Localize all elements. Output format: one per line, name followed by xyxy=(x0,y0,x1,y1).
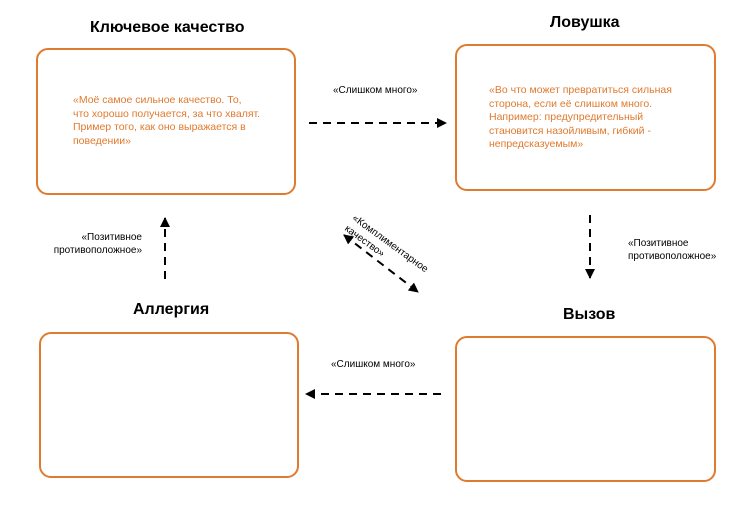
edge-label-top-too-much: «Слишком много» xyxy=(333,85,418,96)
core-quality-description: «Моё самое сильное качество. То, что хор… xyxy=(73,94,260,148)
arrow-diagonal-complementary xyxy=(343,234,419,293)
edge-label-right-positive-opposite: «Позитивное противоположное» xyxy=(628,237,716,263)
core-quality-box xyxy=(36,48,296,195)
core-quality-title: Ключевое качество xyxy=(90,19,245,36)
trap-box xyxy=(455,44,716,191)
allergy-box xyxy=(39,332,299,478)
allergy-title: Аллергия xyxy=(133,301,210,318)
trap-title: Ловушка xyxy=(550,14,620,31)
text-line: непредсказуемым» xyxy=(489,138,584,150)
text-line: что хорошо получается, за что хвалят. xyxy=(73,107,261,120)
challenge-box xyxy=(455,336,716,482)
label-line: «Позитивное xyxy=(81,232,143,243)
trap-description: «Во что может превратиться сильная сторо… xyxy=(489,84,672,152)
text-line: поведении» xyxy=(73,134,131,147)
label-line: противоположное» xyxy=(628,251,717,262)
text-line: Например: предупредительный xyxy=(489,111,644,123)
edge-label-left-positive-opposite: «Позитивное противоположное» xyxy=(42,231,142,257)
edge-label-bottom-too-much: «Слишком много» xyxy=(331,359,416,370)
text-line: «Моё самое сильное качество. То, xyxy=(73,94,242,106)
text-line: становится назойливым, гибкий - xyxy=(489,124,651,137)
label-line: противоположное» xyxy=(53,245,142,256)
text-line: «Во что может превратиться сильная xyxy=(489,84,672,96)
challenge-title: Вызов xyxy=(563,306,616,323)
label-line: «Позитивное xyxy=(628,238,689,249)
text-line: Пример того, как оно выражается в xyxy=(73,121,246,133)
text-line: сторона, если её слишком много. xyxy=(489,97,653,110)
